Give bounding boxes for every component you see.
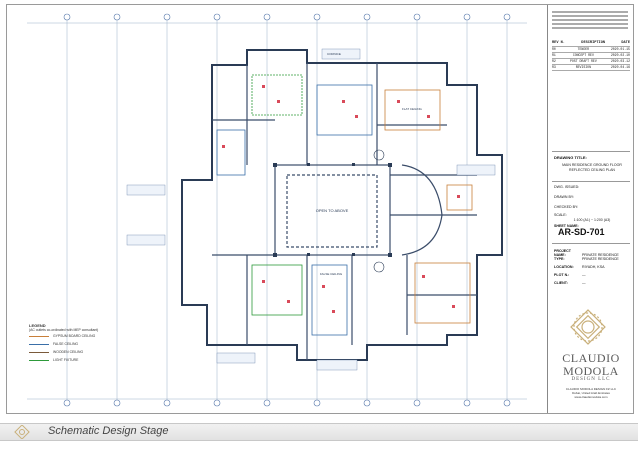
revision-row: R1 CONCEPT REV 2020.02.10	[552, 53, 630, 59]
legend-item-label: GYPSUM BOARD CEILING	[53, 334, 96, 338]
legend-swatch	[29, 335, 49, 337]
brand-logo-icon	[570, 309, 606, 345]
checked-by-label: CHECKED BY:	[554, 205, 579, 209]
legend-item-label: LIGHT FIXTURE	[53, 358, 79, 362]
legend-item: FALSE CEILING	[29, 340, 179, 348]
legend-subtitle: (AC outlets co-ordinated with MEP consul…	[29, 328, 99, 332]
footer-bar	[0, 423, 638, 441]
title-block: REV N. DESCRIPTION DATE R0 TENDER 2020.0…	[547, 5, 633, 413]
general-notes	[552, 9, 628, 35]
drawing-sheet: OPEN TO ABOVE FLAT CEILING FALSE CEILING…	[6, 4, 634, 414]
revision-row: R2 POST DRAFT REV 2020.03.12	[552, 59, 630, 65]
footer-logo-icon	[14, 425, 30, 439]
legend-swatch	[29, 359, 49, 361]
columns	[273, 163, 392, 257]
revision-table: REV N. DESCRIPTION DATE R0 TENDER 2020.0…	[552, 41, 630, 71]
project-field: CLIENT:—	[554, 281, 586, 285]
contact-info: CLAUDIO MODOLA DESIGN FZ LLC Dubai, Unit…	[565, 387, 617, 399]
inner-walls	[212, 63, 477, 360]
cornice-label: CORNICE	[327, 52, 341, 56]
light-fixtures	[222, 85, 460, 313]
grid-lines	[27, 15, 527, 405]
legend-item-label: FALSE CEILING	[53, 342, 79, 346]
legend-title: LEGEND	[29, 323, 46, 328]
project-field: LOCATION:RIYADH, KSA	[554, 265, 605, 269]
callouts	[126, 48, 496, 371]
drawing-title: MAIN RESIDENCE GROUND FLOOR REFLECTED CE…	[562, 163, 622, 172]
main-room-label: OPEN TO ABOVE	[316, 208, 349, 213]
project-field: PLOT N.:—	[554, 273, 586, 277]
ceiling-zones	[216, 74, 473, 336]
brand-name: CLAUDIO MODOLA DESIGN LLC	[562, 351, 620, 382]
legend-swatch	[29, 351, 49, 353]
revision-row: R3 REVISION 2020.04.16	[552, 65, 630, 71]
legend-item-label: WOODEN CEILING	[53, 350, 84, 354]
revision-row: R0 TENDER 2020.01.15	[552, 47, 630, 53]
project-field: PROJECT NAME:PRIVATE RESIDENCE	[554, 249, 619, 257]
slide-footer: Schematic Design Stage	[0, 417, 638, 452]
legend-swatch	[29, 343, 49, 345]
false-ceiling-label: FALSE CEILING	[320, 272, 343, 276]
drawn-by-label: DRAWN BY:	[554, 195, 575, 199]
footer-title: Schematic Design Stage	[48, 425, 169, 437]
revision-header: REV N. DESCRIPTION DATE	[552, 41, 630, 47]
section-markers	[373, 149, 385, 273]
scale-value: 1:100 (A1) ~ 1:200 (A3)	[573, 218, 611, 222]
scale-label: SCALE:	[554, 213, 567, 217]
grid-bubbles	[63, 13, 511, 407]
dwg-issued-label: DWG. ISSUED:	[554, 185, 580, 189]
legend-item: LIGHT FIXTURE	[29, 356, 179, 364]
legend-item: WOODEN CEILING	[29, 348, 179, 356]
reflected-ceiling-plan: OPEN TO ABOVE FLAT CEILING FALSE CEILING…	[27, 13, 527, 407]
sheet-number: AR-SD-701	[558, 227, 605, 237]
sheet-no-label: SHEET NAME:	[554, 224, 579, 228]
legend-item: GYPSUM BOARD CEILING	[29, 332, 179, 340]
drawing-title-label: DRAWING TITLE:	[554, 155, 587, 160]
project-field: TYPE:PRIVATE RESIDENCE	[554, 257, 619, 261]
legend: LEGEND (AC outlets co-ordinated with MEP…	[29, 323, 179, 364]
outer-walls	[181, 49, 503, 361]
flat-ceiling-label: FLAT CEILING	[402, 107, 423, 111]
